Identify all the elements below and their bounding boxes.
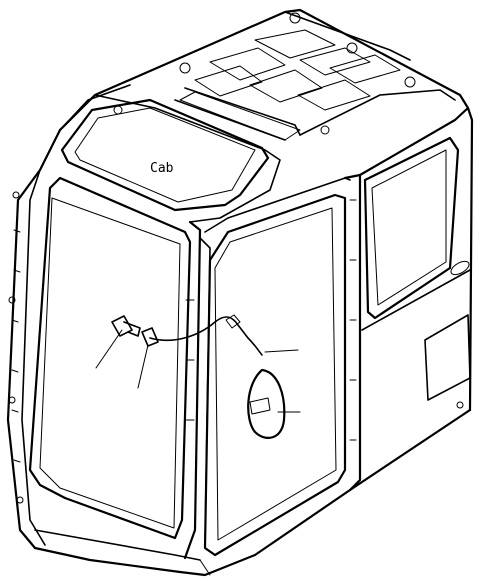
connector-clip: [141, 327, 159, 347]
callout-leaders: [95, 329, 301, 413]
callout-leader-1: [95, 329, 123, 369]
wiring-harness: [149, 314, 286, 439]
connector-plug: [111, 315, 141, 337]
callout-leader-2: [137, 344, 149, 389]
rear-side-panel: [358, 106, 474, 412]
callout-leader-3: [264, 349, 299, 353]
left-front-pillar: [6, 128, 62, 550]
center-pillar: [183, 177, 351, 560]
door-window: [203, 193, 347, 557]
cab-label: Cab: [150, 161, 174, 176]
door-pillar: [343, 173, 362, 492]
roof-skylight: Cab: [60, 98, 270, 212]
front-windshield: [28, 176, 192, 540]
bottom-sill: [33, 408, 472, 577]
cab-roof: [58, 8, 470, 223]
